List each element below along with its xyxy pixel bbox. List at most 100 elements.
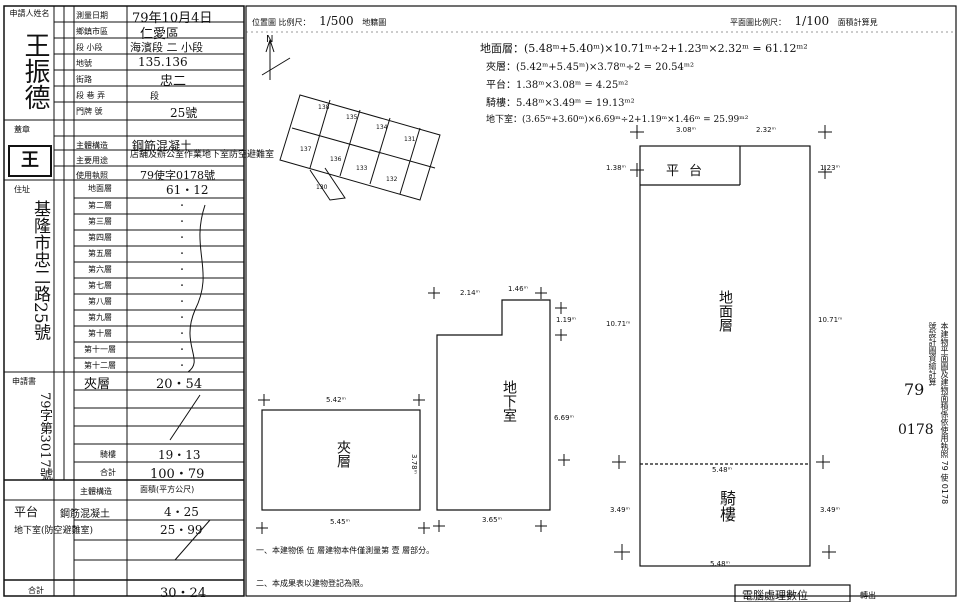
floor-name: 第十一層 bbox=[84, 345, 116, 354]
side-number-year: 79 bbox=[904, 380, 925, 399]
floor-name: 第三層 bbox=[88, 217, 112, 226]
floor-row: 地面層 61・12 bbox=[76, 183, 244, 198]
total-label: 合計 bbox=[100, 468, 116, 477]
lot-number: 131 bbox=[404, 136, 416, 143]
dim-label: 1.19ᵐ bbox=[556, 316, 576, 324]
stamp-text: 電腦處理數位 bbox=[742, 589, 808, 602]
ground-floor-plan bbox=[639, 145, 811, 567]
location-suffix: 地籍圖 bbox=[362, 18, 387, 27]
floor-name: 地面層 bbox=[88, 184, 112, 193]
section-label: 段 小段 bbox=[76, 43, 103, 52]
north-label: N bbox=[266, 34, 274, 45]
dim-label: 3.65ᵐ bbox=[482, 516, 502, 524]
location-scale: 1/500 bbox=[319, 14, 354, 28]
dim-label: 3.08ᵐ bbox=[676, 126, 696, 134]
aux-area: 25・99 bbox=[160, 523, 203, 537]
dim-label: 3.78ᵐ bbox=[410, 454, 418, 474]
location-map bbox=[261, 38, 441, 201]
floor-area: ・ bbox=[178, 249, 186, 258]
floor-row: 第十二層 ・ bbox=[76, 360, 244, 375]
basement-plan bbox=[436, 299, 551, 511]
floor-area: ・ bbox=[178, 217, 186, 226]
dim-label: 10.71ᵐ bbox=[606, 320, 631, 328]
floor-area: ・ bbox=[178, 265, 186, 274]
survey-date-label: 測量日期 bbox=[76, 11, 108, 20]
seal-label: 蓋章 bbox=[14, 125, 30, 134]
floor-area: ・ bbox=[178, 345, 186, 354]
floor-name: 夾層 bbox=[84, 377, 111, 392]
seal-stamp: 王 bbox=[8, 145, 52, 177]
floor-area: 61・12 bbox=[166, 183, 209, 197]
lane-label: 段 巷 弄 bbox=[76, 91, 106, 100]
calc-platform: 平台：1.38ᵐ×3.08ᵐ = 4.25ᵐ² bbox=[486, 80, 629, 91]
floor-row: 第七層 ・ bbox=[76, 280, 244, 295]
floor-name: 第十層 bbox=[88, 329, 112, 338]
dim-label: 3.49ᵐ bbox=[820, 506, 840, 514]
dim-label: 10.71ᵐ bbox=[818, 316, 843, 324]
survey-date: 79年10月4日 bbox=[132, 11, 213, 26]
floor-row: 第六層 ・ bbox=[76, 264, 244, 279]
use-label: 主要用途 bbox=[76, 156, 108, 165]
permit-label: 使用執照 bbox=[76, 171, 108, 180]
floor-row: 第四層 ・ bbox=[76, 232, 244, 247]
applicant-no: 79字第3017號 bbox=[37, 392, 52, 481]
floor-area: ・ bbox=[178, 281, 186, 290]
dim-label: 1.46ᵐ bbox=[508, 285, 528, 293]
street-label: 街路 bbox=[76, 75, 92, 84]
note-1: 一、本建物係 伍 層建物本件僅測量第 壹 層部分。 bbox=[256, 546, 435, 555]
material: 鋼筋混凝土 bbox=[132, 139, 193, 153]
dim-label: 5.48ᵐ bbox=[710, 560, 730, 568]
room-platform-label: 平台 bbox=[666, 164, 713, 179]
street: 忠二 bbox=[160, 74, 187, 89]
floor-row: 第十一層 ・ bbox=[76, 344, 244, 359]
floor-row: 第八層 ・ bbox=[76, 296, 244, 311]
floor-row: 第二層 ・ bbox=[76, 200, 244, 215]
floor-name: 第五層 bbox=[88, 249, 112, 258]
district: 仁愛區 bbox=[140, 27, 180, 42]
plan-scale-label: 平面圖比例尺： 1/100 面積計算見 bbox=[730, 14, 878, 28]
applicant-no-label: 申請書 bbox=[12, 377, 36, 386]
floor-name: 第十二層 bbox=[84, 361, 116, 370]
room-mezzanine-label: 夾層 bbox=[335, 440, 351, 468]
location-map-label: 位置圖 比例尺： 1/500 地籍圖 bbox=[252, 14, 386, 28]
floor-row: 第十層 ・ bbox=[76, 328, 244, 343]
lot-number: 133 bbox=[356, 165, 368, 172]
lot-label: 地號 bbox=[76, 59, 92, 68]
permit: 79使字0178號 bbox=[140, 169, 215, 182]
aux-total-label: 合計 bbox=[28, 586, 44, 595]
floor-name: 第七層 bbox=[88, 281, 112, 290]
floor-row: 第五層 ・ bbox=[76, 248, 244, 263]
dim-label: 5.42ᵐ bbox=[326, 396, 346, 404]
dim-label: 5.48ᵐ bbox=[712, 466, 732, 474]
room-basement-label: 地下室 bbox=[501, 380, 517, 422]
applicant-name: 王振德 bbox=[20, 32, 50, 110]
lot-number: 132 bbox=[386, 176, 398, 183]
side-number-permit: 0178 bbox=[898, 422, 934, 438]
plan-suffix: 面積計算見 bbox=[837, 18, 878, 27]
address-label: 住址 bbox=[14, 185, 30, 194]
dim-label: 2.32ᵐ bbox=[756, 126, 776, 134]
section: 海濱段 二 小段 bbox=[130, 41, 203, 54]
aux-use: 地下室(防空避難室) bbox=[14, 526, 94, 536]
lot-number: 130 bbox=[316, 184, 328, 191]
aux-material: 鋼筋混凝土 bbox=[60, 509, 110, 520]
floor-area: ・ bbox=[178, 313, 186, 322]
floor-area: ・ bbox=[178, 233, 186, 242]
district-label: 鄉鎮市區 bbox=[76, 27, 108, 36]
floor-area: ・ bbox=[178, 201, 186, 210]
material-label: 主體構造 bbox=[76, 141, 108, 150]
aux-use: 平台 bbox=[14, 505, 39, 519]
floor-row: 第九層 ・ bbox=[76, 312, 244, 327]
room-ground-label: 地面層 bbox=[717, 290, 733, 332]
side-note: 本建物平面圖及建物面積係依使用執照 79 使 0178 號設計圖資繪計算 bbox=[928, 322, 949, 505]
dim-label: 6.69ᵐ bbox=[554, 414, 574, 422]
floor-row: 第三層 ・ bbox=[76, 216, 244, 231]
plan-frame bbox=[245, 5, 957, 597]
floor-name: 第四層 bbox=[88, 233, 112, 242]
dim-label: 3.49ᵐ bbox=[610, 506, 630, 514]
floor-name: 第八層 bbox=[88, 297, 112, 306]
lot: 135.136 bbox=[138, 55, 188, 69]
number-label: 門牌 號 bbox=[76, 107, 103, 116]
lot-number: 137 bbox=[300, 146, 312, 153]
floor-area: 20・54 bbox=[156, 377, 203, 392]
